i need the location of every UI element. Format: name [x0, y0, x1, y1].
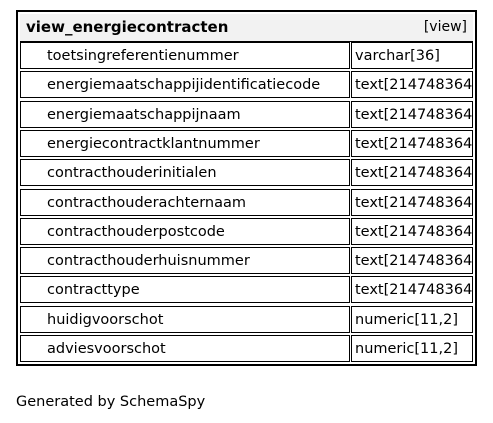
column-name: huidigvoorschot: [20, 305, 350, 333]
entity-kind-label: [view]: [423, 19, 467, 35]
column-name: energiecontractklantnummer: [20, 129, 350, 157]
column-name: adviesvoorschot: [20, 335, 350, 362]
column-type: text[2147483647]: [351, 217, 473, 245]
column-name: contracthouderachternaam: [20, 188, 350, 216]
column-type: varchar[36]: [351, 42, 473, 69]
view-entity-box: view_energiecontracten [view] toetsingre…: [16, 10, 477, 366]
footer-credit: Generated by SchemaSpy: [16, 394, 206, 410]
column-name: contracthouderinitialen: [20, 159, 350, 187]
column-name: energiemaatschappijidentificatiecode: [20, 71, 350, 99]
entity-header: view_energiecontracten [view]: [20, 14, 473, 42]
column-type: text[2147483647]: [351, 247, 473, 275]
column-name: energiemaatschappijnaam: [20, 100, 350, 128]
column-type: numeric[11,2]: [351, 335, 473, 362]
column-name: contracttype: [20, 276, 350, 304]
column-type: text[2147483647]: [351, 159, 473, 187]
column-type: text[2147483647]: [351, 100, 473, 128]
column-name: contracthouderpostcode: [20, 217, 350, 245]
column-type: text[2147483647]: [351, 129, 473, 157]
column-type: text[2147483647]: [351, 71, 473, 99]
column-type: numeric[11,2]: [351, 305, 473, 333]
entity-title: view_energiecontracten: [26, 18, 229, 36]
column-name: toetsingreferentienummer: [20, 42, 350, 69]
column-name: contracthouderhuisnummer: [20, 247, 350, 275]
column-type: text[2147483647]: [351, 188, 473, 216]
column-type: text[2147483647]: [351, 276, 473, 304]
